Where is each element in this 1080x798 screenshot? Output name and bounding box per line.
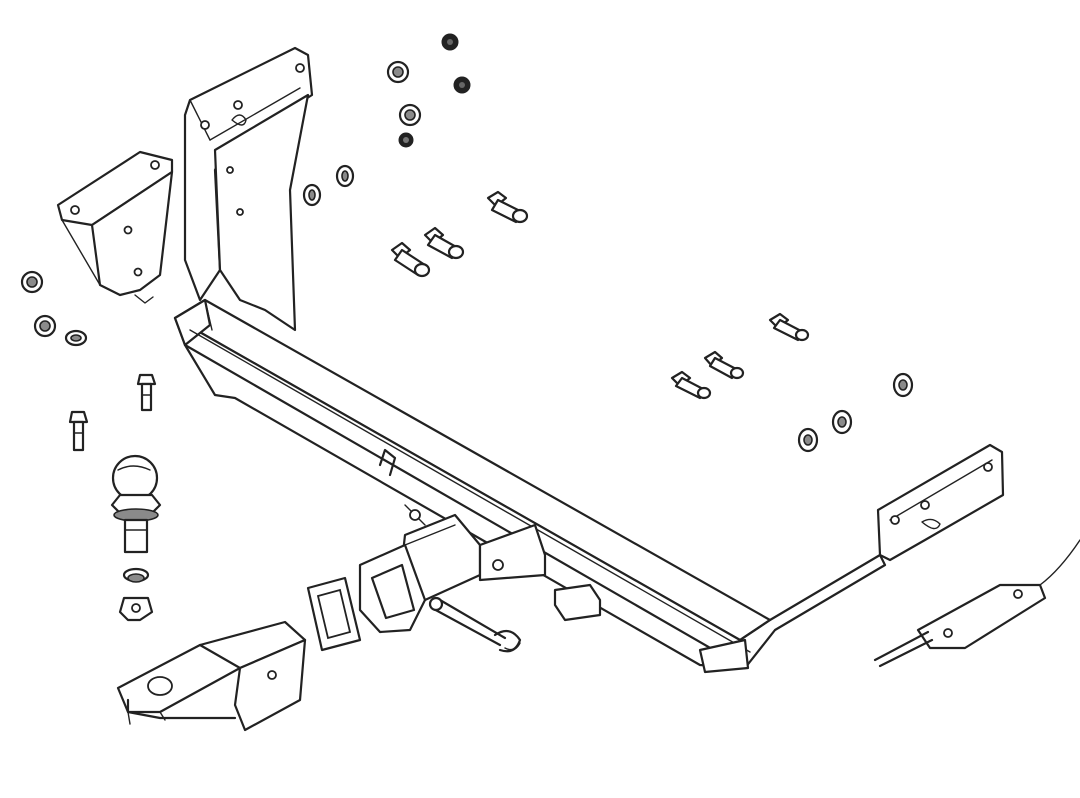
hitch-collar-square: [306, 576, 362, 652]
bolt: [670, 370, 712, 400]
bolt: [390, 241, 431, 278]
washer: [20, 270, 44, 294]
nut: [398, 132, 414, 148]
tow-bar-crossmember: [173, 298, 887, 674]
bolt: [136, 373, 157, 412]
ball-mount-drawbar: [116, 620, 307, 732]
hitch-pin-clip: [428, 596, 522, 653]
nut: [453, 76, 471, 94]
washer: [386, 60, 410, 84]
washer: [33, 314, 57, 338]
washer: [797, 427, 819, 453]
bolt: [768, 312, 810, 342]
bolt: [423, 226, 465, 260]
washer: [302, 183, 322, 207]
washer: [335, 164, 355, 188]
left-side-mounting-bracket: [56, 150, 174, 304]
nuts-washers: [20, 33, 914, 453]
bolt: [486, 190, 529, 224]
nut: [441, 33, 459, 51]
left-upper-bracket: [183, 46, 314, 332]
washer: [831, 409, 853, 435]
receiver-hitch: [358, 448, 602, 634]
nut: [64, 329, 88, 347]
bolt: [703, 350, 745, 380]
tow-ball: [110, 454, 162, 622]
bolt: [68, 410, 89, 452]
wiring-connector-bracket: [873, 539, 1080, 668]
right-side-mounting-plate: [876, 443, 1005, 562]
bolts: [68, 190, 810, 452]
washer: [892, 372, 914, 398]
washer: [398, 103, 422, 127]
